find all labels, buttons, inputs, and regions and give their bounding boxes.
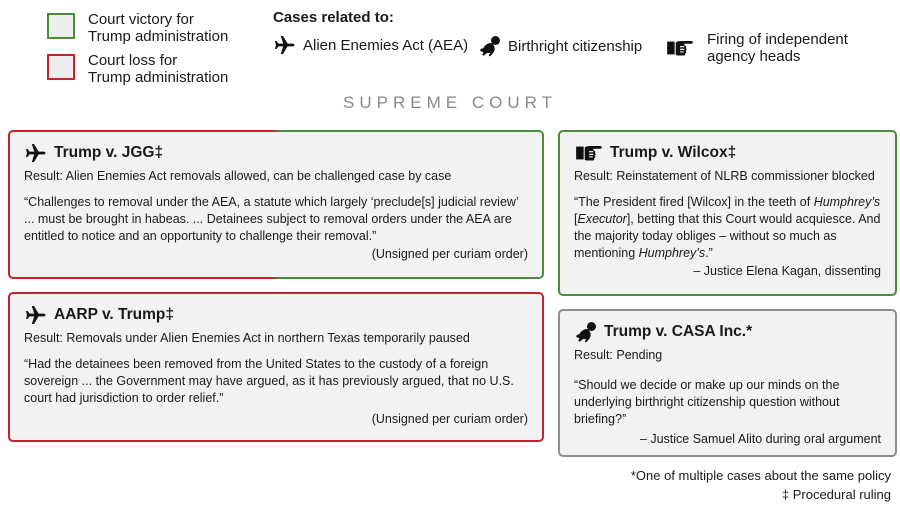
case-title: AARP v. Trump‡ — [54, 306, 175, 323]
case-card-casa: Trump v. CASA Inc.* Result: Pending “Sho… — [558, 309, 897, 457]
airplane-icon — [24, 303, 48, 327]
case-title: Trump v. CASA Inc.* — [604, 323, 753, 340]
baby-crawling-icon — [478, 34, 502, 58]
case-attribution: (Unsigned per curiam order) — [371, 247, 528, 261]
baby-crawling-icon — [574, 320, 598, 344]
case-attribution: – Justice Samuel Alito during oral argum… — [639, 432, 881, 446]
legend-loss-label: Court loss for Trump administration — [88, 52, 229, 86]
case-card-jgg: Trump v. JGG‡ Result: Alien Enemies Act … — [8, 130, 544, 279]
airplane-icon — [273, 33, 297, 57]
case-title: Trump v. JGG‡ — [54, 144, 164, 161]
footnote-asterisk: *One of multiple cases about the same po… — [630, 468, 891, 483]
legend-win-swatch — [47, 13, 75, 39]
case-quote: “The President fired [Wilcox] in the tee… — [574, 195, 881, 260]
case-quote: “Challenges to removal under the AEA, a … — [24, 195, 519, 243]
case-types-title: Cases related to: — [273, 9, 394, 26]
legend-win-label: Court victory for Trump administration — [88, 11, 229, 45]
case-quote: “Had the detainees been removed from the… — [24, 357, 514, 405]
case-result: Result: Alien Enemies Act removals allow… — [24, 169, 452, 183]
case-type-birthright: Birthright citizenship — [478, 34, 642, 58]
case-type-firing: Firing of independent agency heads — [665, 31, 848, 65]
pointing-hand-icon — [574, 142, 604, 164]
case-card-wilcox: Trump v. Wilcox‡ Result: Reinstatement o… — [558, 130, 897, 296]
legend-loss-swatch — [47, 54, 75, 80]
airplane-icon — [24, 141, 48, 165]
case-attribution: – Justice Elena Kagan, dissenting — [693, 264, 881, 278]
pointing-hand-icon — [665, 37, 695, 59]
case-result: Result: Reinstatement of NLRB commission… — [574, 169, 875, 183]
footnote-dagger: ‡ Procedural ruling — [781, 487, 891, 502]
section-title: SUPREME COURT — [343, 93, 557, 112]
case-quote: “Should we decide or make up our minds o… — [574, 378, 840, 426]
case-result: Result: Removals under Alien Enemies Act… — [24, 331, 470, 345]
case-attribution: (Unsigned per curiam order) — [371, 412, 528, 426]
case-card-aarp: AARP v. Trump‡ Result: Removals under Al… — [8, 292, 544, 442]
case-result: Result: Pending — [574, 348, 663, 362]
case-title: Trump v. Wilcox‡ — [610, 144, 737, 161]
case-type-aea: Alien Enemies Act (AEA) — [273, 33, 468, 57]
